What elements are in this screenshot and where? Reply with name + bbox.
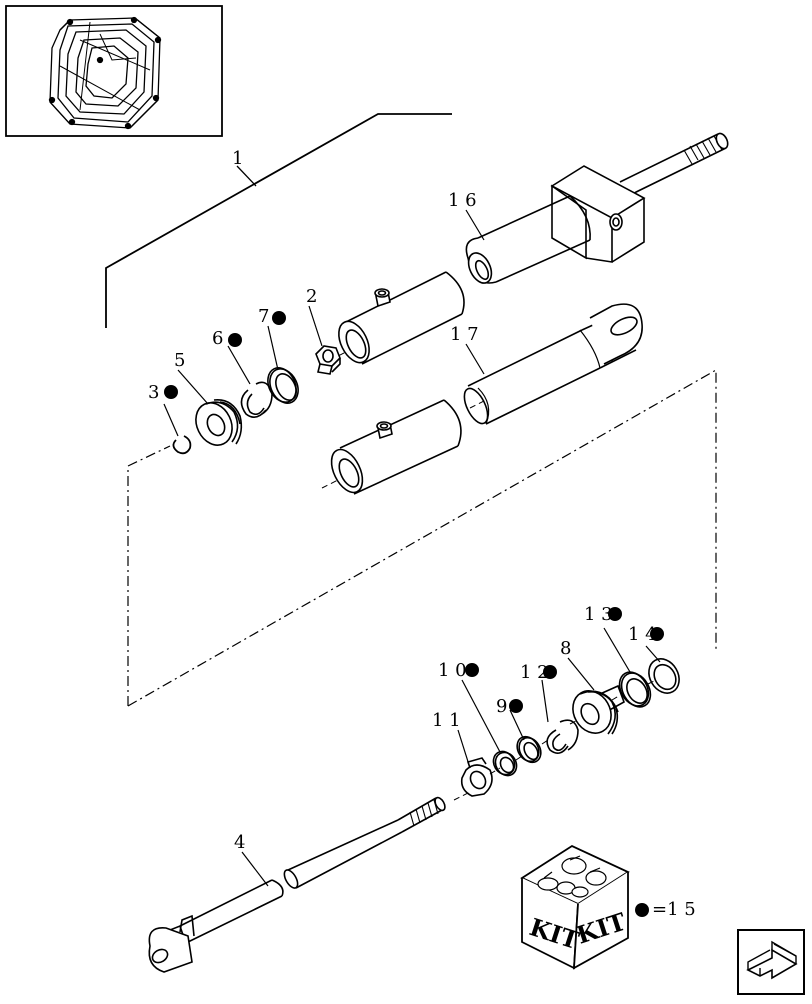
axis-lower — [453, 679, 657, 801]
callout-8[interactable]: 8 — [560, 638, 571, 659]
kit-marker-14 — [650, 627, 664, 641]
wiper-10[interactable] — [489, 748, 520, 780]
gland-8[interactable] — [565, 684, 625, 740]
nut-2[interactable] — [315, 345, 341, 375]
kit-marker-6 — [228, 333, 242, 347]
kit-legend-dot-icon — [635, 903, 649, 917]
backup-ring-12[interactable] — [546, 719, 579, 754]
kit-marker-12 — [543, 665, 557, 679]
callout-labels: 1 2 3 4 5 6 7 8 9 1 0 1 1 1 2 1 3 1 4 1 … — [148, 148, 657, 853]
callout-2[interactable]: 2 — [306, 286, 317, 307]
kit-marker-7 — [272, 311, 286, 325]
callout-16[interactable]: 1 6 — [448, 190, 477, 211]
callout-3[interactable]: 3 — [148, 382, 159, 403]
cylinder-rod-17[interactable] — [321, 303, 643, 497]
subassembly-boundary — [127, 368, 717, 707]
backup-ring-13[interactable] — [614, 667, 657, 712]
rod-4[interactable] — [148, 796, 447, 973]
callout-14[interactable]: 1 4 — [628, 624, 657, 645]
callout-5[interactable]: 5 — [174, 350, 185, 371]
callout-11[interactable]: 1 1 — [432, 710, 461, 731]
kit-marker-13 — [608, 607, 622, 621]
piston-5[interactable] — [189, 397, 243, 451]
baler-thumbnail-icon — [48, 16, 162, 130]
callout-13[interactable]: 1 3 — [584, 604, 613, 625]
callout-6[interactable]: 6 — [212, 328, 223, 349]
assembly-bracket-1 — [105, 113, 452, 328]
seal-ring-9[interactable] — [513, 733, 545, 767]
callout-9[interactable]: 9 — [496, 696, 507, 717]
cylinder-barrel-16[interactable] — [329, 132, 730, 368]
snap-ring-3[interactable] — [172, 435, 192, 455]
seal-ring-14[interactable] — [643, 653, 685, 698]
callout-17[interactable]: 1 7 — [450, 324, 479, 345]
kit-marker-3 — [164, 385, 178, 399]
callout-7[interactable]: 7 — [258, 306, 269, 327]
callout-10[interactable]: 1 0 — [438, 660, 467, 681]
thumbnail-frame[interactable] — [5, 5, 223, 137]
kit-legend: =1 5 — [635, 899, 696, 920]
backup-ring-6[interactable] — [240, 381, 273, 418]
leader-lines — [163, 209, 661, 887]
callout-12[interactable]: 1 2 — [520, 662, 549, 683]
callout-1[interactable]: 1 — [232, 148, 243, 169]
kit-marker-9 — [509, 699, 523, 713]
kit-box-icon[interactable]: KIT KIT — [520, 844, 630, 970]
kit-legend-text: =1 5 — [652, 899, 696, 920]
nut-11[interactable] — [460, 757, 493, 797]
kit-marker-10 — [465, 663, 479, 677]
return-arrow-icon[interactable] — [737, 929, 805, 995]
kit-markers — [164, 311, 664, 713]
callout-4[interactable]: 4 — [234, 832, 245, 853]
